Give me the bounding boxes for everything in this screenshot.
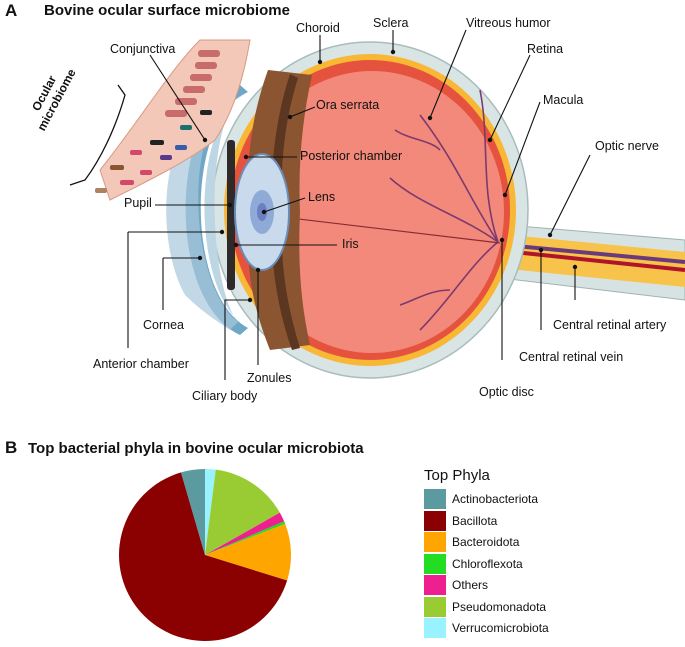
legend-label: Chloroflexota: [452, 556, 523, 571]
central-retinal-vessel-artery: [494, 248, 685, 272]
panel-a-title: Bovine ocular surface microbiome: [44, 2, 290, 19]
legend-item-verrucomicrobiota: Verrucomicrobiota: [424, 618, 549, 638]
legend-swatch: [424, 510, 446, 531]
legend-label: Others: [452, 578, 489, 592]
label-macula: Macula: [543, 93, 584, 107]
legend-swatch: [424, 553, 446, 574]
legend-swatch: [424, 532, 446, 552]
label-ciliary-body: Ciliary body: [192, 389, 258, 403]
pie-slice-bacillota: [119, 472, 288, 641]
label-central-retinal-artery: Central retinal artery: [553, 318, 667, 332]
legend-label: Bacillota: [452, 513, 498, 528]
central-retinal-vessel-vein: [494, 242, 685, 264]
iris-shape: [227, 140, 235, 290]
legend-label: Actinobacteriota: [452, 492, 539, 506]
label-lens: Lens: [308, 190, 336, 204]
legend-swatch: [424, 575, 446, 595]
label-retina: Retina: [527, 42, 564, 56]
pie-slice-pseudomonadota: [205, 469, 280, 555]
legend-label: Verrucomicrobiota: [452, 621, 549, 635]
eye-diagram: [69, 29, 685, 380]
pie-slice-others: [205, 512, 285, 555]
label-pupil: Pupil: [124, 196, 152, 210]
label-choroid: Choroid: [296, 21, 340, 35]
legend-item-others: Others: [424, 575, 488, 595]
panel-a-letter: A: [5, 1, 18, 20]
legend-item-pseudomonadota: Pseudomonadota: [424, 596, 547, 617]
pie-slice-bacteroidota: [205, 523, 291, 581]
pie-slice-chloroflexota: [205, 521, 286, 555]
legend-swatch: [424, 618, 446, 638]
label-zonules: Zonules: [247, 371, 292, 385]
anterior-chamber: [204, 92, 248, 328]
label-central-retinal-vein: Central retinal vein: [519, 350, 624, 364]
ora-serrata-band: [271, 74, 300, 350]
label-iris: Iris: [342, 237, 359, 251]
legend-item-bacteroidota: Bacteroidota: [424, 532, 519, 552]
label-optic-disc: Optic disc: [479, 385, 534, 399]
microbiome-brace: [69, 84, 126, 186]
legend-label: Bacteroidota: [452, 535, 520, 549]
eyelid-glands: [165, 50, 220, 117]
leader-dots: [197, 49, 578, 303]
label-cornea: Cornea: [143, 318, 184, 332]
pie-slice-verrucomicrobiota: [205, 469, 216, 555]
panel-b-letter: B: [5, 438, 18, 457]
panel-b-title: Top bacterial phyla in bovine ocular mic…: [28, 440, 364, 457]
legend-title: Top Phyla: [424, 467, 490, 484]
label-anterior-chamber: Anterior chamber: [93, 357, 189, 371]
label-conjunctiva: Conjunctiva: [110, 42, 176, 56]
legend-swatch: [424, 596, 446, 617]
eyelid-tissue: [99, 39, 251, 201]
label-posterior-chamber: Posterior chamber: [300, 149, 403, 163]
label-optic-nerve: Optic nerve: [595, 139, 659, 153]
label-ora-serrata: Ora serrata: [316, 98, 380, 112]
label-sclera: Sclera: [373, 16, 409, 30]
leader-lines: [127, 29, 591, 380]
pie-slice-actinobacteriota: [181, 469, 205, 555]
legend-item-actinobacteriota: Actinobacteriota: [424, 489, 538, 509]
retinal-vessels: [389, 89, 499, 331]
legend-item-chloroflexota: Chloroflexota: [424, 553, 523, 574]
legend-item-bacillota: Bacillota: [424, 510, 498, 531]
label-vitreous-humor: Vitreous humor: [466, 16, 551, 30]
legend-swatch: [424, 489, 446, 509]
microbes: [95, 110, 212, 193]
pie-chart: [119, 469, 291, 641]
legend-label: Pseudomonadota: [452, 599, 547, 614]
